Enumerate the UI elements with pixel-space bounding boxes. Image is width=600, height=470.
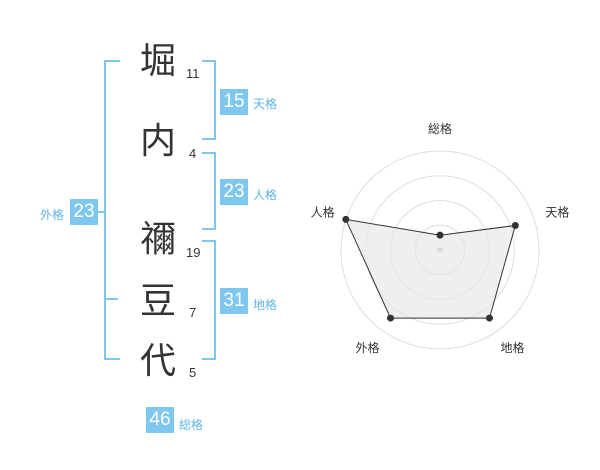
radar-axis-label-1: 総格: [428, 121, 452, 136]
name-char-4: 豆: [140, 281, 177, 322]
radar-data-points: [342, 215, 519, 322]
jinkaku-bracket: [202, 152, 216, 230]
chikaku-label: 地格: [253, 298, 278, 312]
outer-bracket: [104, 60, 120, 360]
radar-point-2: [511, 222, 519, 230]
name-char-2: 内: [140, 121, 177, 162]
stroke-count-1: 11: [186, 66, 200, 81]
jinkaku-label: 人格: [253, 188, 278, 202]
radar-axis-label-3: 地格: [501, 340, 525, 355]
stroke-count-3: 19: [186, 245, 201, 260]
name-char-3: 禰: [140, 219, 177, 260]
radar-axis-label-2: 天格: [545, 205, 569, 220]
tenkaku-bracket: [202, 60, 216, 140]
stroke-count-4: 7: [189, 305, 197, 320]
gaikaku-connector: [96, 211, 104, 213]
chikaku-badge: 31: [220, 288, 248, 314]
radar-data-polygon: [344, 218, 516, 319]
radar-axis-label-4: 外格: [355, 340, 379, 355]
name-char-5: 代: [140, 341, 177, 382]
radar-ring-4: [340, 150, 540, 350]
stroke-count-5: 5: [189, 365, 197, 380]
soukaku-label: 総格: [179, 418, 204, 432]
tenkaku-badge: 15: [220, 89, 248, 115]
outer-bracket-tick: [104, 298, 118, 300]
gaikaku-badge: 23: [70, 199, 98, 225]
gaikaku-label: 外格: [40, 208, 65, 222]
chikaku-bracket: [202, 240, 216, 360]
soukaku-badge: 46: [146, 407, 174, 433]
radar-axis-label-5: 人格: [311, 205, 335, 220]
radar-point-3: [485, 314, 493, 322]
tenkaku-label: 天格: [253, 97, 278, 111]
radar-point-1: [436, 231, 444, 239]
name-char-1: 堀: [140, 41, 177, 82]
stroke-count-2: 4: [189, 146, 197, 161]
radar-point-5: [342, 215, 350, 223]
radar-point-4: [387, 314, 395, 322]
jinkaku-badge: 23: [220, 179, 248, 205]
